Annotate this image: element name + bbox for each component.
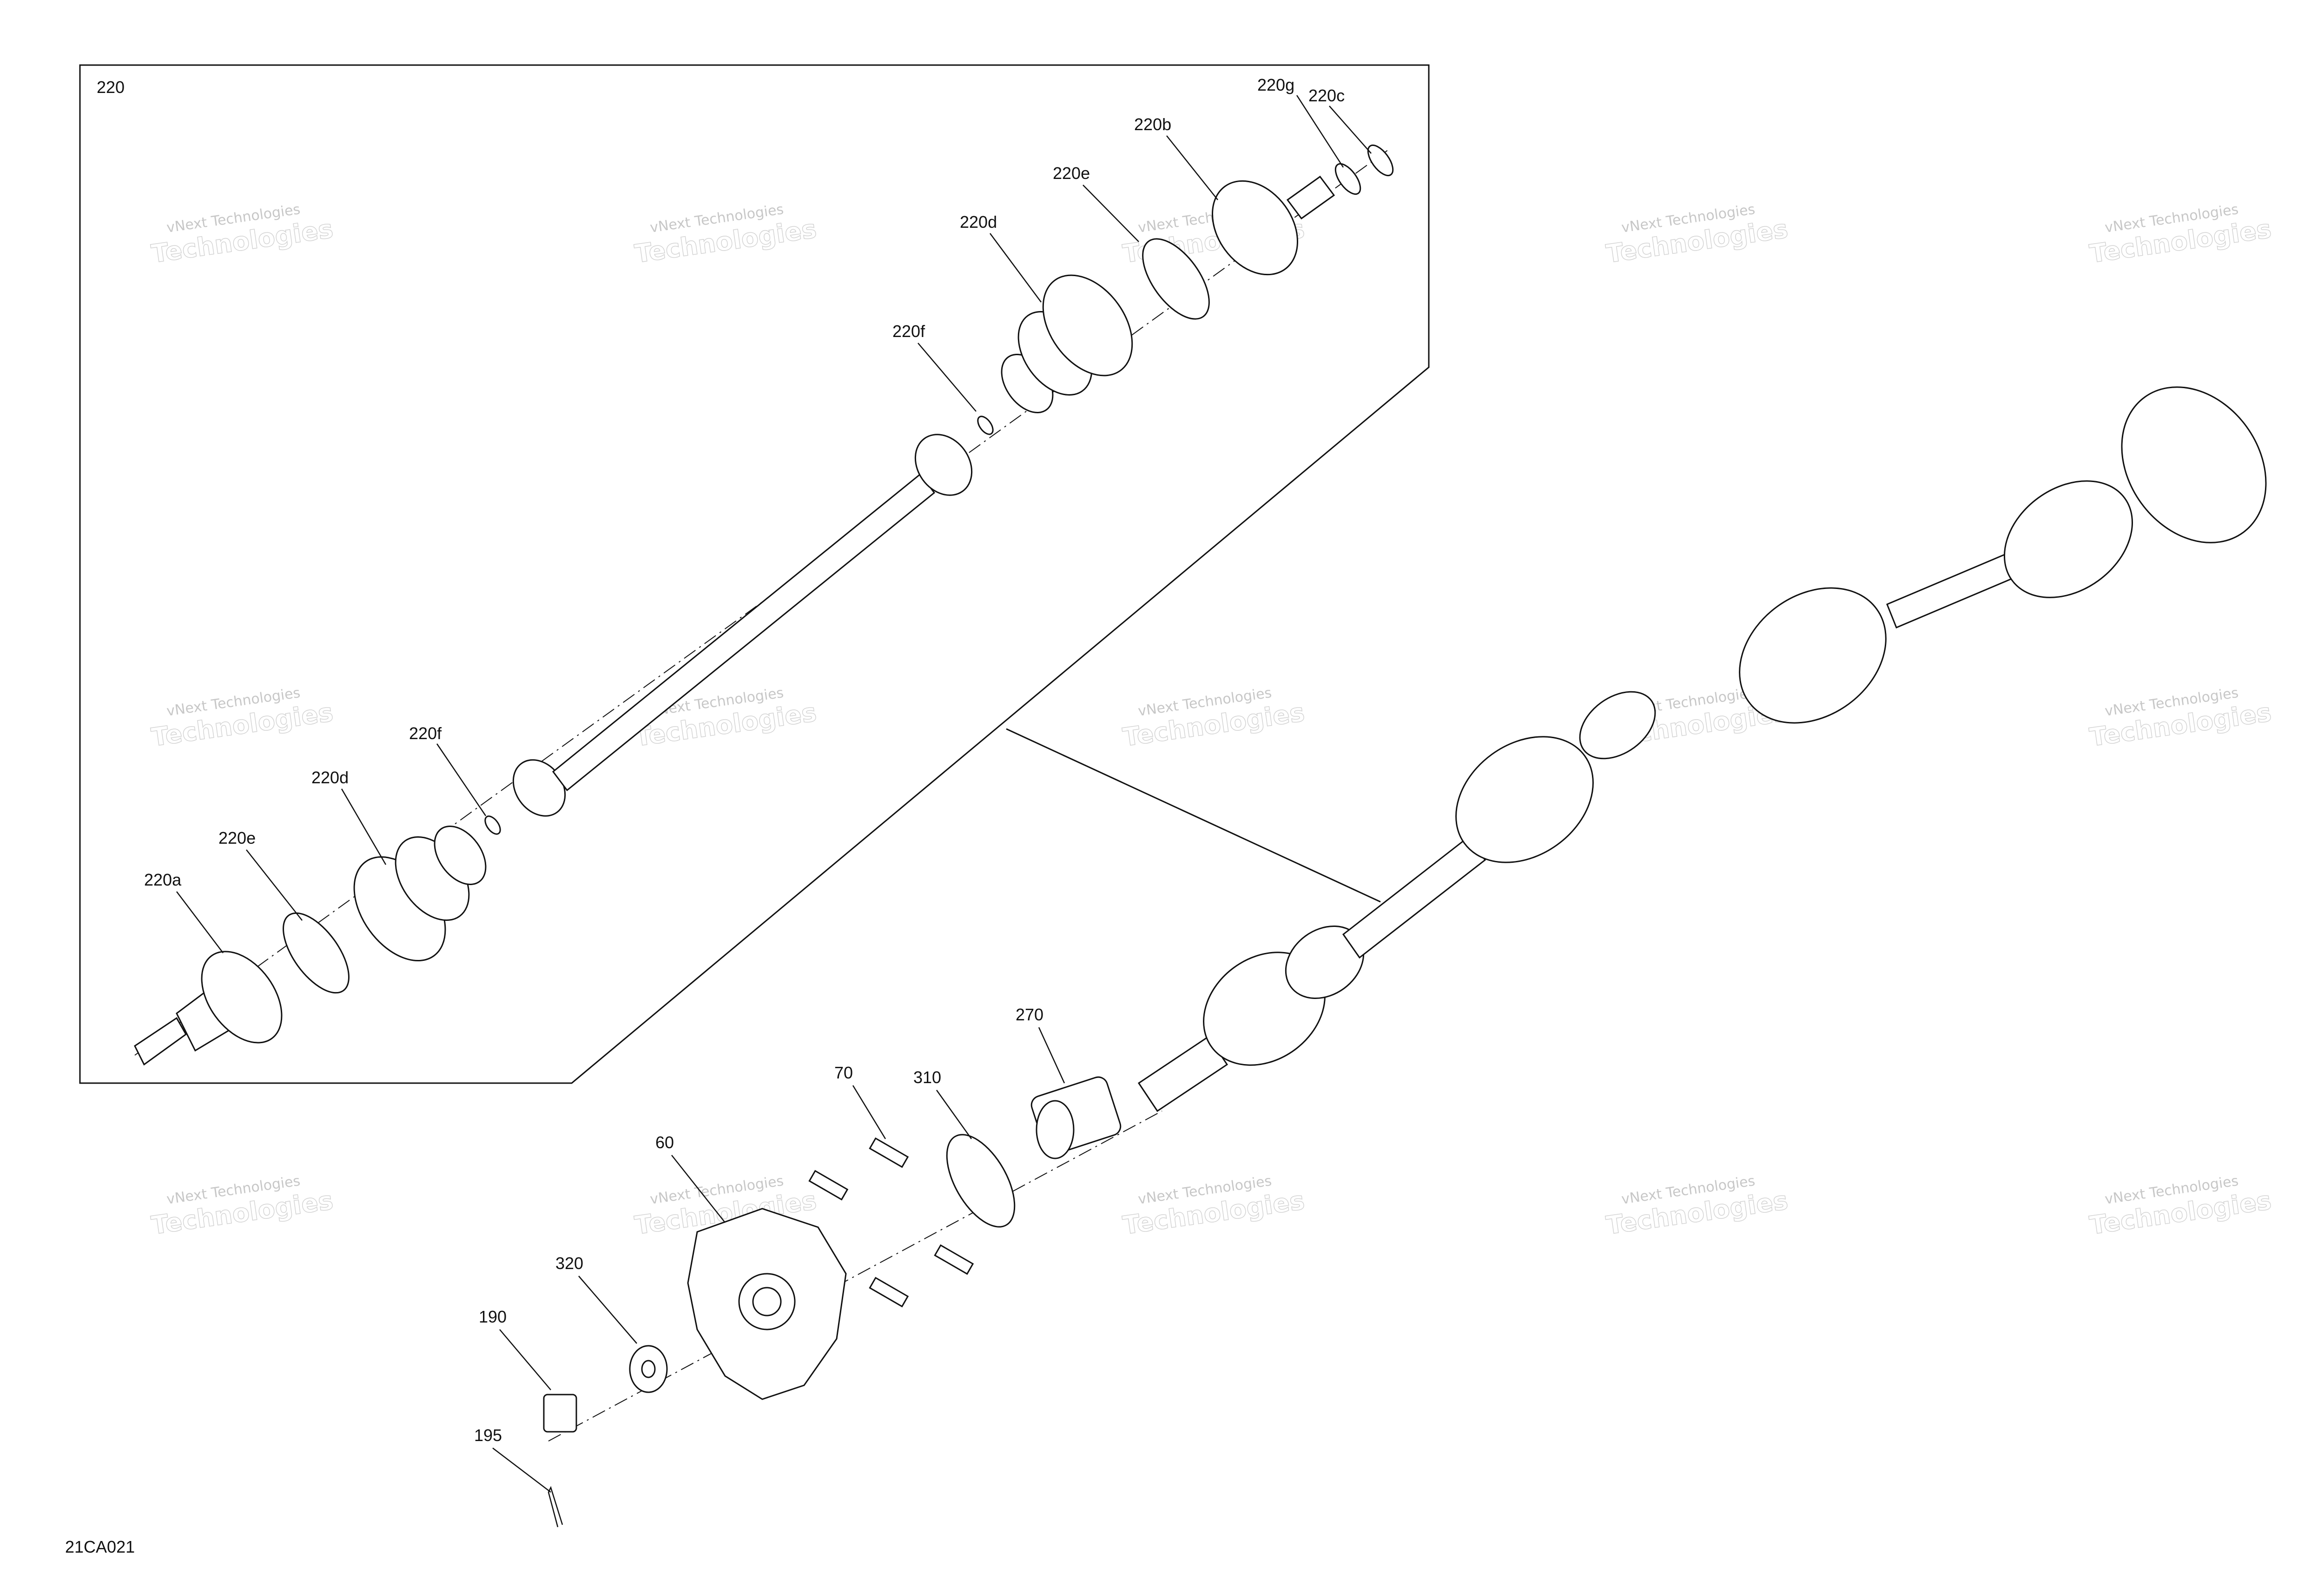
watermark: vNext Technologies Technologies [1121,685,1307,753]
callout-60: 60 [655,1133,674,1152]
callout-220e-top: 220e [1053,164,1090,183]
callout-220c: 220c [1308,86,1345,105]
leader-190 [499,1329,551,1390]
watermark: vNext Technologies Technologies [2087,201,2273,269]
callout-195: 195 [474,1426,502,1445]
callout-220d-top: 220d [960,212,997,231]
outer-cv-joint-220a [134,951,283,1066]
hub-area [543,1076,1162,1528]
inset-shaft-parts [134,144,1394,1066]
leader-220a [176,891,224,953]
inset-label: 220 [97,78,125,97]
watermark: vNext Technologies Technologies [149,1173,335,1241]
callout-220b: 220b [1134,115,1171,134]
inset-leader-line [1006,728,1381,903]
callout-220e-bottom: 220e [218,828,256,847]
boot-220d-bottom [353,825,487,962]
callout-220g: 220g [1257,75,1294,94]
main-shaft [1342,835,1486,959]
leader-60 [671,1155,726,1223]
main-drive-shaft [1137,386,2267,1112]
watermark: vNext Technologies Technologies [1604,201,1790,269]
clamp-220e-bottom [283,912,350,994]
flange-yoke [2121,386,2267,543]
hub-nut-190 [543,1394,577,1433]
boot-220d-top [1001,274,1133,414]
circlip-310 [946,1134,1016,1228]
inset-frame: 220 [79,64,1430,1084]
callout-320: 320 [555,1254,583,1273]
callout-270: 270 [1016,1005,1043,1024]
wheel-hub-60 [687,1208,847,1400]
callout-220f-bottom: 220f [409,724,442,743]
intermediate-housing [1739,587,1887,724]
ring-220f-top [977,416,994,435]
leader-220e-top [1083,185,1139,242]
callout-220a: 220a [144,870,182,889]
leader-320 [578,1276,637,1344]
ring-220f-bottom [484,815,501,835]
inset-shaft [552,473,936,792]
inner-joint-spline [1579,691,1656,760]
outer-stub-spline [1137,1035,1228,1112]
washer-320 [629,1345,668,1393]
watermark: vNext Technologies Technologies [149,201,335,269]
callout-220d-bottom: 220d [311,768,349,787]
callout-220f-top: 220f [892,322,925,341]
upper-boot [2003,480,2133,598]
watermark: vNext Technologies Technologies [149,685,335,753]
leader-220e-bottom [246,849,303,921]
leader-220g [1296,95,1344,168]
hub-callouts: 270 310 70 60 320 190 195 [474,1005,1065,1493]
watermark: vNext Technologies Technologies [1604,1173,1790,1241]
wheel-studs-70 [808,1137,974,1308]
inner-boot [1455,736,1594,863]
leader-220f-top [918,343,977,412]
upper-shaft [1886,552,2018,628]
watermark: vNext Technologies Technologies [2087,685,2273,753]
watermark: vNext Technologies Technologies [2087,1173,2273,1241]
ring-220g [1334,163,1361,195]
bearing-270 [1030,1076,1122,1159]
hub-axis-line [548,1111,1162,1442]
watermark: vNext Technologies Technologies [633,201,819,269]
leader-195 [492,1448,551,1493]
leader-310 [936,1090,972,1139]
leader-220d-bottom [341,788,387,865]
drawing-number: 21CA021 [65,1537,135,1556]
callout-70: 70 [834,1063,853,1082]
tripod-top [914,434,973,496]
leader-220d-top [989,233,1042,303]
leader-220f-bottom [436,743,487,816]
leader-70 [852,1085,886,1139]
inset-callouts: 220g 220c 220b 220e 220d 220f 220f 220d … [144,75,1372,953]
callout-310: 310 [913,1068,941,1087]
clamp-220e-top [1142,238,1210,320]
leader-220c [1329,106,1372,154]
leader-220b [1166,135,1218,200]
leader-270 [1038,1027,1065,1084]
callout-190: 190 [479,1307,507,1326]
watermark: vNext Technologies Technologies [1121,1173,1307,1241]
circlip-220c [1367,144,1394,177]
inner-cv-joint-220b [1212,175,1335,276]
cotter-pin-195 [548,1486,563,1528]
